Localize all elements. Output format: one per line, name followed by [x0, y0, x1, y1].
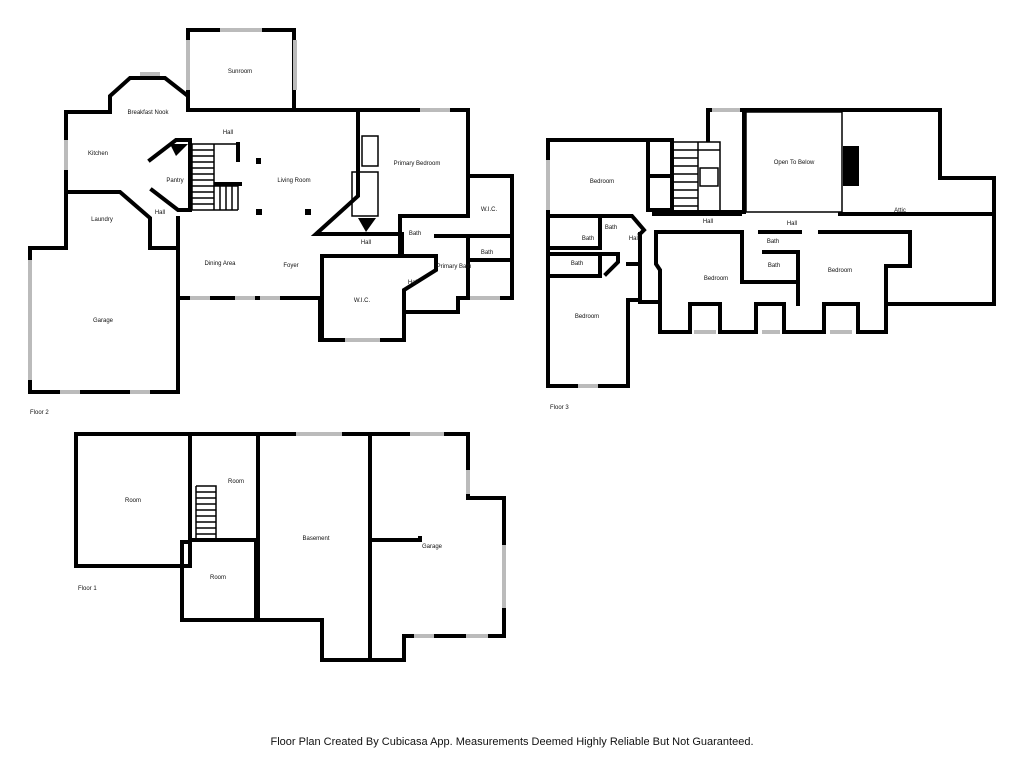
room-label-living-room: Living Room [277, 178, 310, 184]
pillar-2 [256, 209, 262, 215]
room-label-hall: Hall [787, 221, 797, 227]
room-label-hall: Hall [703, 219, 713, 225]
floor-3-plan: Bedroom Open To Below Attic Hall Hall Ha… [546, 108, 996, 411]
room-label-kitchen: Kitchen [88, 151, 108, 157]
room-label-hall: Hall [408, 280, 418, 286]
room-label-foyer: Foyer [283, 263, 298, 269]
room-label-attic: Attic [894, 208, 906, 214]
room-label-bath: Bath [582, 236, 594, 242]
room-label-bedroom: Bedroom [828, 268, 852, 274]
chimney [843, 146, 859, 186]
room-label-bedroom: Bedroom [575, 314, 599, 320]
footer-caption: Floor Plan Created By Cubicasa App. Meas… [270, 736, 754, 748]
room-label-sunroom: Sunroom [228, 69, 252, 75]
stair-top-wall [706, 108, 746, 142]
room-label-room: Room [125, 498, 141, 504]
room-label-room: Room [228, 479, 244, 485]
floor-1-stairs [195, 485, 217, 538]
room-label-open-to-below: Open To Below [774, 160, 815, 166]
floor-2-stairs [191, 143, 239, 211]
pillar-1 [256, 158, 261, 164]
room-label-bath: Bath [481, 250, 493, 256]
floor-1-plan: Room Room Basement Garage Room Floor 1 [74, 432, 506, 662]
room-label-hall: Hall [361, 240, 371, 246]
room-label-laundry: Laundry [91, 217, 113, 223]
floor-3-label: Floor 3 [550, 405, 569, 411]
room-label-primary-bedroom: Primary Bedroom [394, 161, 441, 167]
floor-1-label: Floor 1 [78, 586, 97, 592]
room-label-hall: Hall [629, 236, 639, 242]
floor-2-plan: Sunroom Breakfast Nook Hall Kitchen Pant… [28, 28, 514, 416]
floor-3-stairs [674, 141, 721, 212]
room-label-wic: W.I.C. [354, 298, 371, 304]
kitchen-laundry-walls [64, 138, 192, 300]
pillar-3 [305, 209, 311, 215]
room-label-dining-area: Dining Area [204, 261, 236, 267]
hall-corner-fill [358, 218, 376, 232]
room-label-bath: Bath [409, 231, 421, 237]
room-label-bath: Bath [768, 263, 780, 269]
floor-1-interior-walls [188, 432, 422, 638]
room-label-bath: Bath [605, 225, 617, 231]
floor-2-label: Floor 2 [30, 410, 49, 416]
room-label-hall: Hall [223, 130, 233, 136]
room-label-garage: Garage [422, 544, 443, 550]
floor-3-outer-walls [546, 108, 996, 388]
room-label-bedroom: Bedroom [704, 276, 728, 282]
room-label-room: Room [210, 575, 226, 581]
room-label-basement: Basement [302, 536, 329, 542]
primary-suite-walls [320, 174, 514, 342]
room-label-garage: Garage [93, 318, 114, 324]
room-label-pantry: Pantry [166, 178, 183, 184]
stair-wall [214, 142, 242, 186]
pantry-corner-fill [170, 144, 188, 156]
room-label-bath: Bath [571, 261, 583, 267]
room-label-bath: Bath [767, 239, 779, 245]
room-label-breakfast-nook: Breakfast Nook [127, 110, 169, 116]
room-label-hall: Hall [155, 210, 165, 216]
floor-3-interior-walls [546, 138, 996, 306]
fireplace [351, 135, 379, 217]
room-label-wic: W.I.C. [481, 207, 498, 213]
room-label-primary-bath: Primary Bath [437, 264, 472, 270]
room-label-bedroom: Bedroom [590, 179, 614, 185]
